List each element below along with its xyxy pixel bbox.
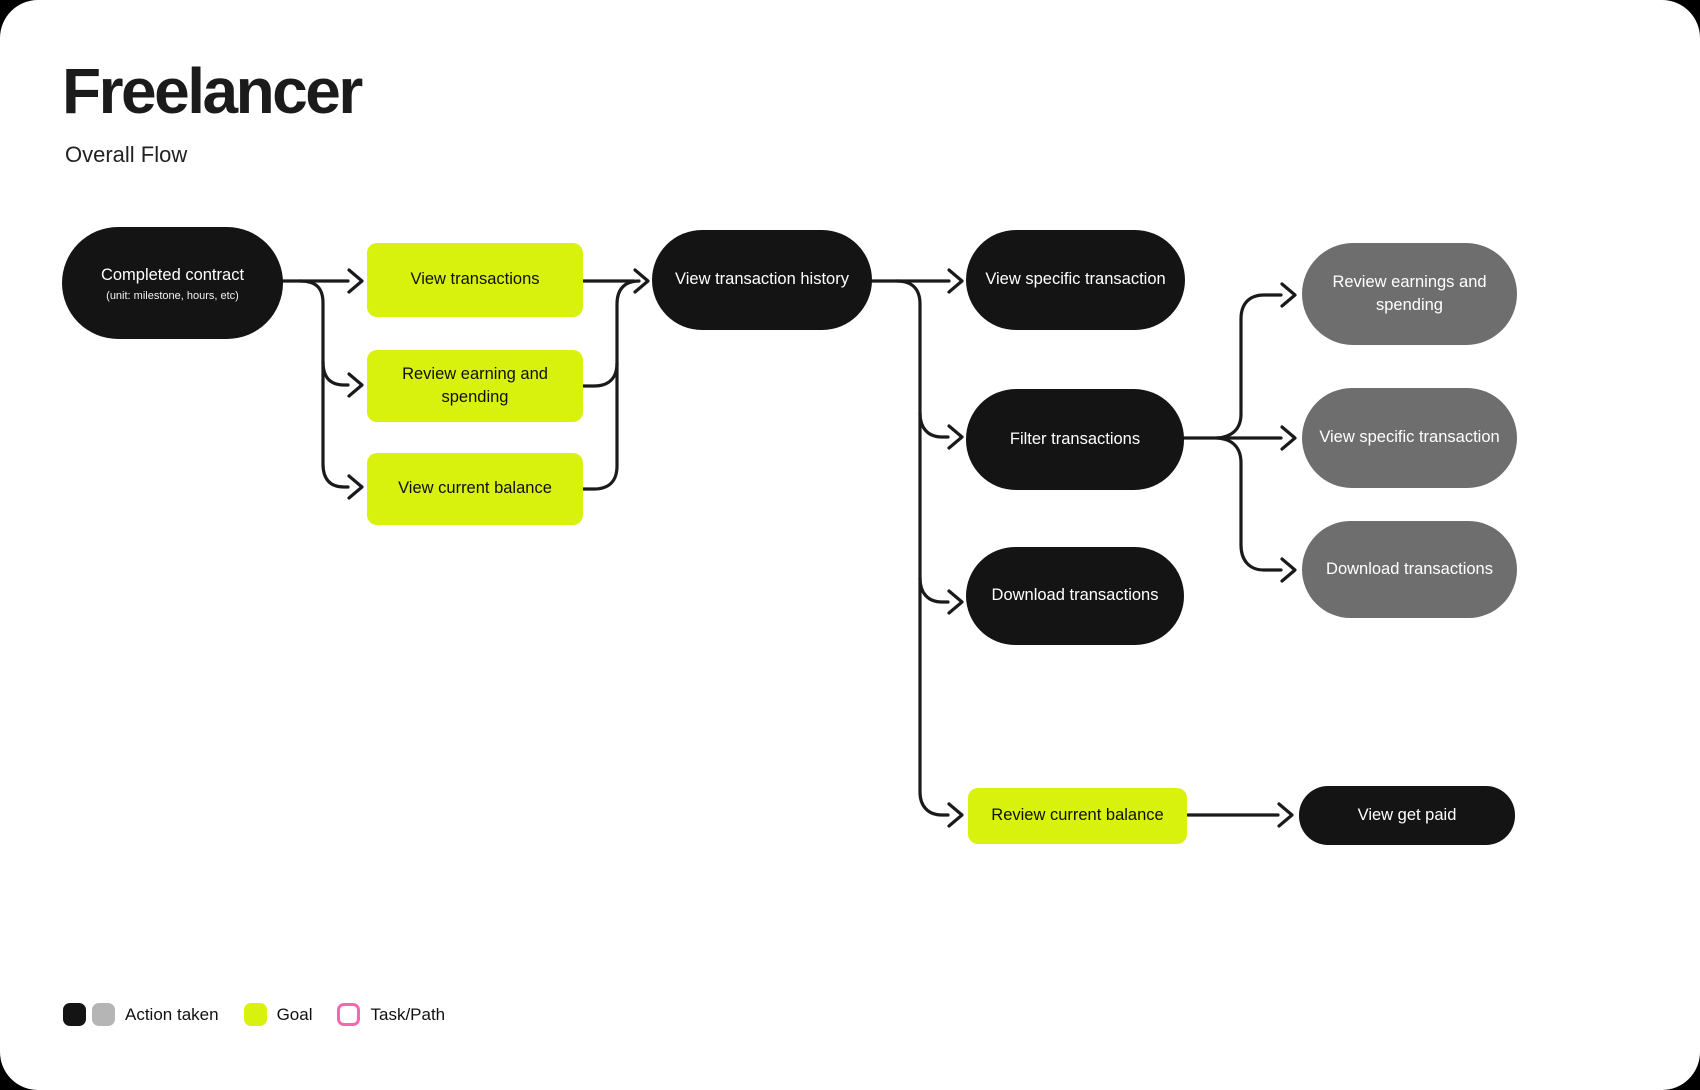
node-review-earnings-and-spending-secondary[interactable]: Review earnings and spending: [1302, 243, 1517, 345]
node-view-specific-transaction-secondary[interactable]: View specific transaction: [1302, 388, 1517, 488]
node-label: Review earning and spending: [402, 364, 548, 406]
page-title: Freelancer: [62, 55, 363, 127]
node-download-transactions[interactable]: Download transactions: [966, 547, 1184, 645]
node-label: Completed contract: [100, 266, 245, 285]
edge-history-download: [918, 576, 964, 615]
node-view-transactions[interactable]: View transactions: [367, 243, 583, 317]
node-label: View transaction history: [675, 270, 849, 289]
node-label: Download transactions: [1326, 559, 1493, 578]
action-taken-black-swatch: [63, 1003, 86, 1026]
node-completed-contract[interactable]: Completed contract (unit: milestone, hou…: [62, 227, 283, 339]
edge-filter-rearn2: [1215, 282, 1297, 440]
node-view-specific-transaction[interactable]: View specific transaction: [966, 230, 1185, 330]
node-view-current-balance[interactable]: View current balance: [367, 453, 583, 525]
edge-filter-download2: [1215, 436, 1297, 583]
legend-item-task-path: Task/Path: [337, 1003, 445, 1026]
edge-viewtx-history: [581, 268, 650, 294]
edge-contract-reviewes: [321, 360, 364, 398]
node-label: View current balance: [398, 479, 552, 498]
node-download-transactions-secondary[interactable]: Download transactions: [1302, 521, 1517, 618]
edge-history-viewspec: [870, 268, 964, 294]
node-label: Download transactions: [991, 586, 1159, 605]
node-label: View transactions: [410, 270, 540, 289]
legend: Action taken Goal Task/Path: [63, 1003, 445, 1026]
edge-reviewbal-getpaid: [1186, 802, 1294, 828]
node-review-earning-and-spending[interactable]: Review earning and spending: [367, 350, 583, 422]
node-view-get-paid[interactable]: View get paid: [1299, 786, 1515, 845]
edge-history-trunk: [895, 279, 964, 828]
node-view-transaction-history[interactable]: View transaction history: [652, 230, 872, 330]
node-filter-transactions[interactable]: Filter transactions: [966, 389, 1184, 490]
node-review-current-balance[interactable]: Review current balance: [968, 788, 1187, 844]
legend-item-action-taken: Action taken: [63, 1003, 219, 1026]
node-label: View specific transaction: [1319, 428, 1500, 447]
edge-filter-viewspec2: [1182, 425, 1297, 451]
edge-contract-viewtx: [279, 268, 364, 294]
page-subtitle: Overall Flow: [65, 142, 188, 167]
legend-label: Task/Path: [370, 1004, 446, 1024]
legend-label: Goal: [276, 1004, 313, 1024]
node-label: Review earnings and spending: [1332, 272, 1487, 314]
edge-viewbal-history: [581, 279, 641, 491]
legend-item-goal: Goal: [243, 1003, 313, 1026]
node-label: Filter transactions: [1009, 429, 1141, 448]
node-label: View get paid: [1357, 805, 1457, 824]
edge-contract-trunk: [298, 279, 364, 500]
action-taken-gray-swatch: [92, 1003, 115, 1026]
task-path-pink-outline-swatch: [337, 1003, 361, 1026]
node-label: View specific transaction: [985, 270, 1166, 289]
node-sublabel: (unit: milestone, hours, etc): [106, 289, 239, 302]
goal-yellow-swatch: [243, 1003, 267, 1026]
edge-reviewes-history: [581, 361, 619, 388]
legend-label: Action taken: [125, 1004, 219, 1024]
edge-history-filter: [918, 411, 964, 450]
node-label: Review current balance: [991, 806, 1164, 825]
